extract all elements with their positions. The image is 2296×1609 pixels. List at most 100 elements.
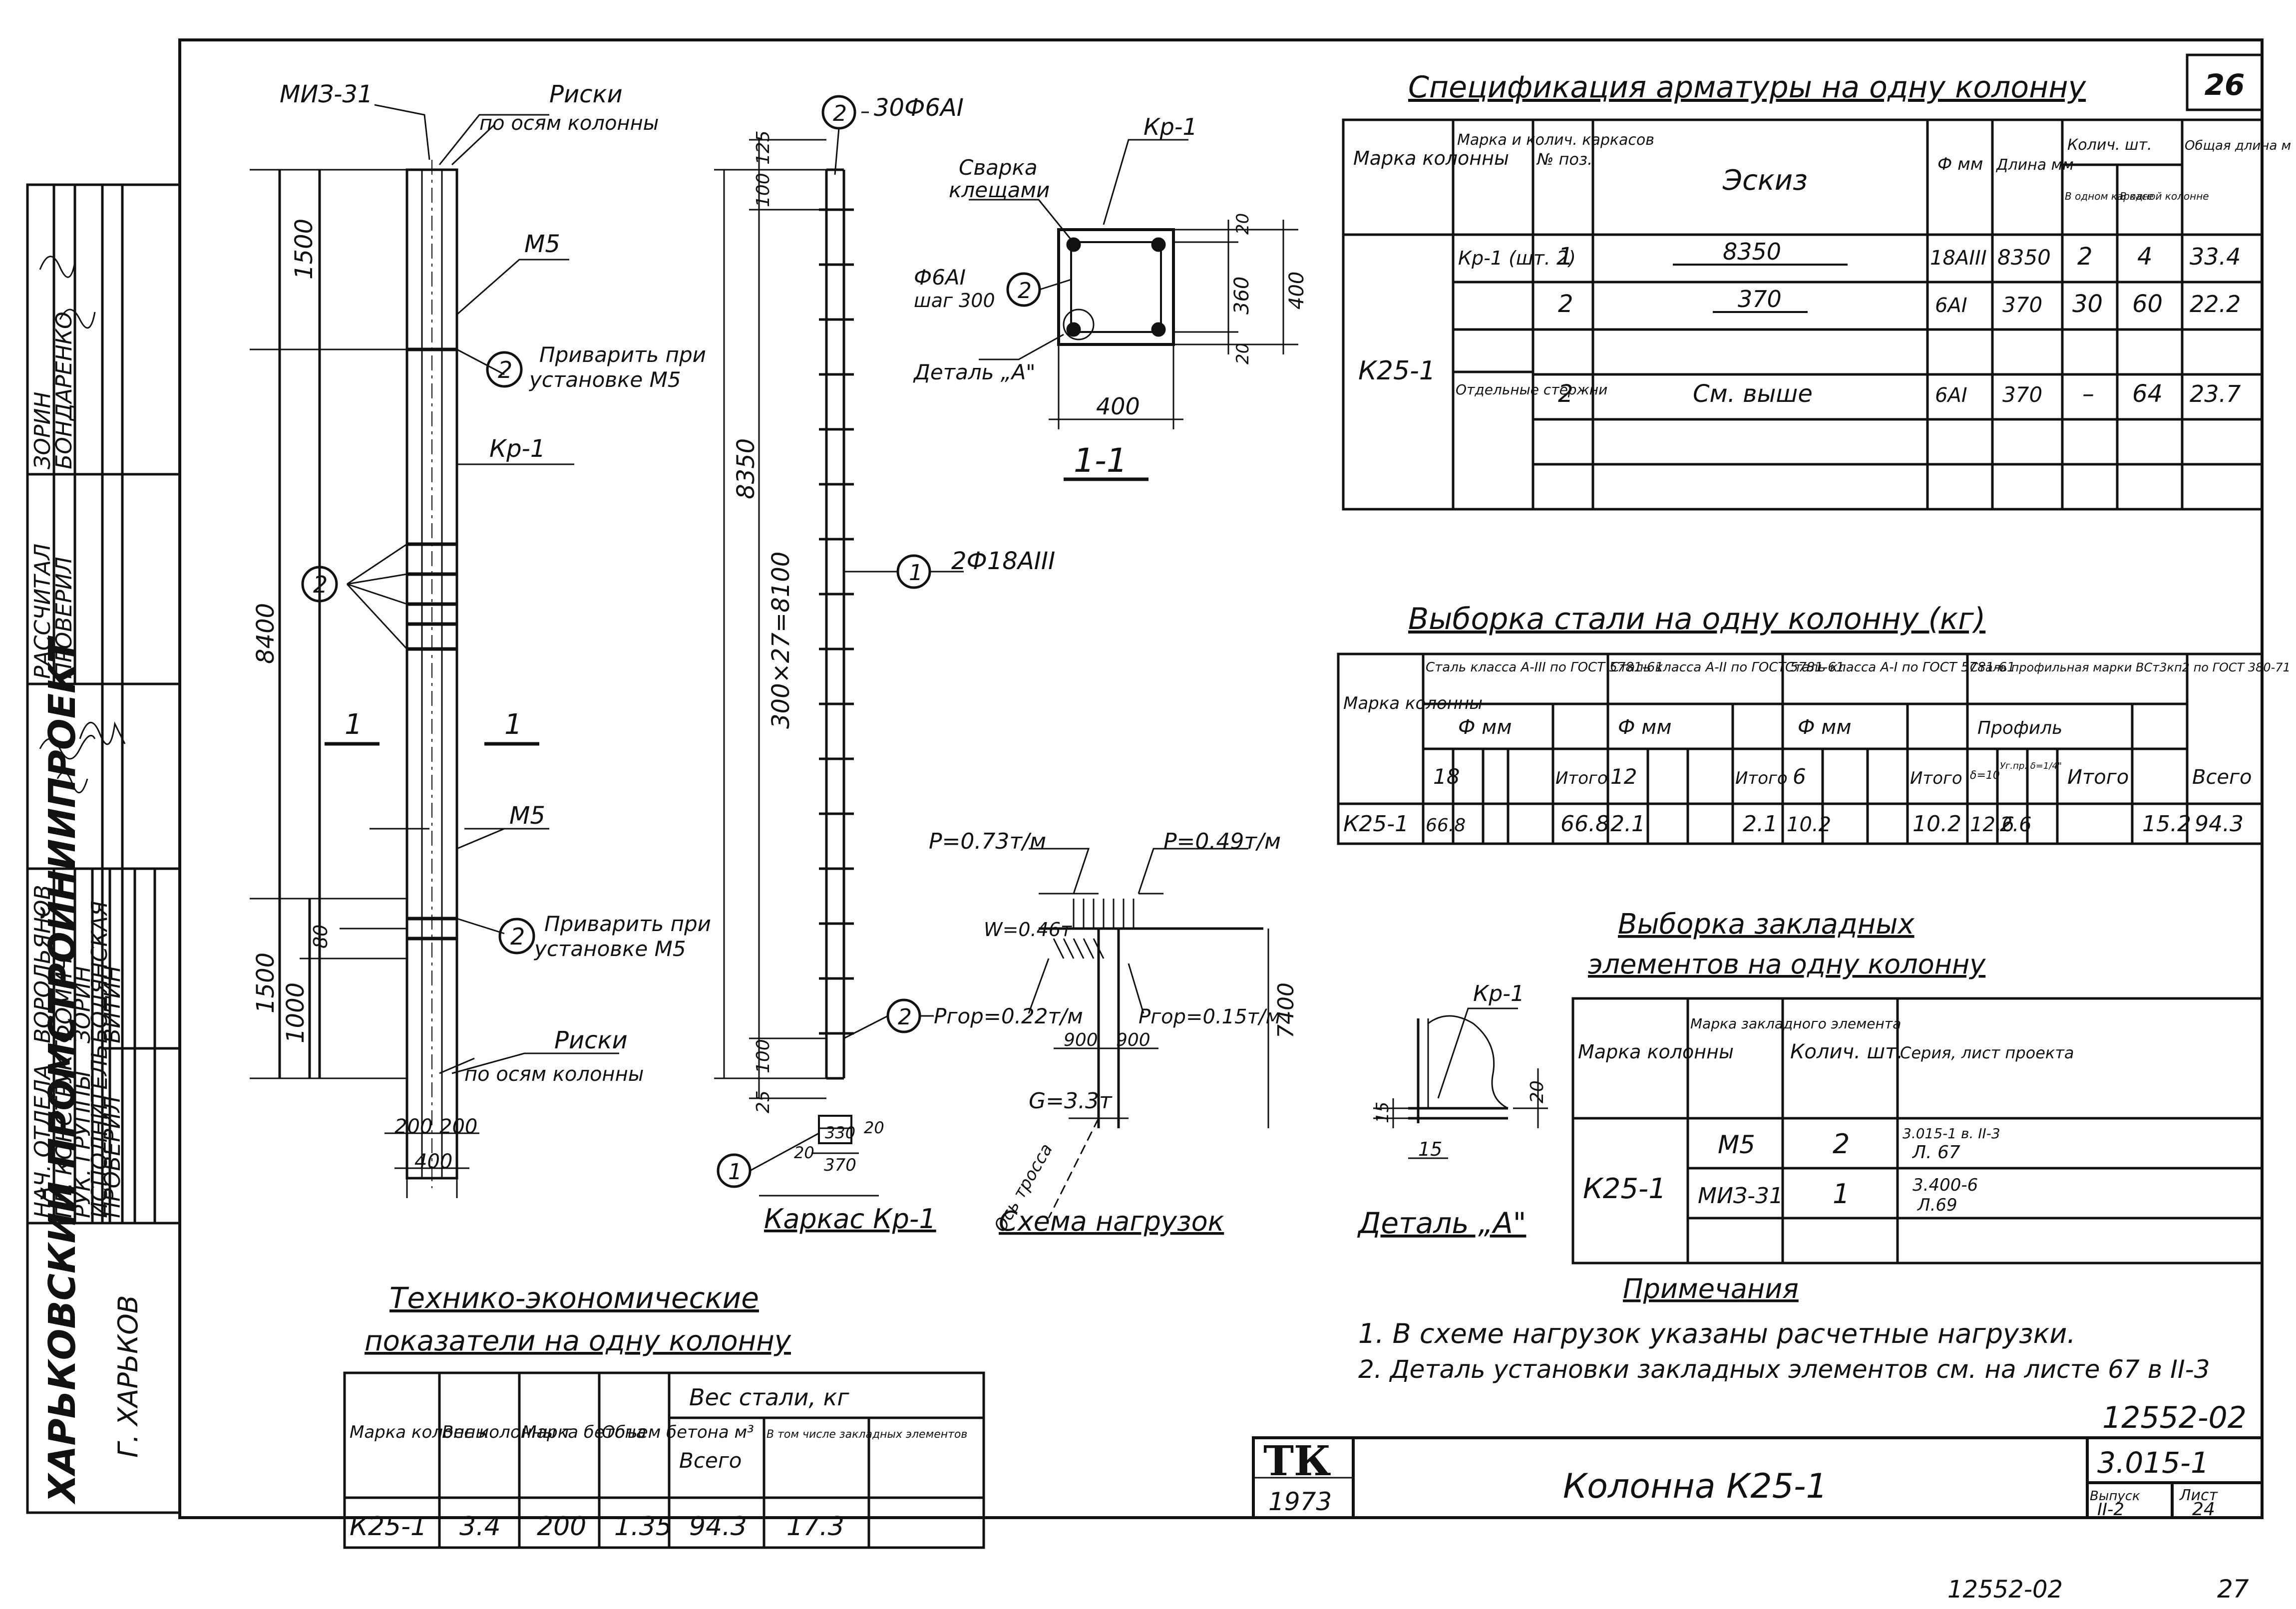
- cage-det-20b: 20: [864, 1118, 884, 1137]
- spec-text: Марка колонны Марка и колич. каркасов № …: [1353, 131, 2291, 408]
- spec-h0: Марка колонны: [1353, 147, 1509, 169]
- steel-dmm-1: Ф мм: [1618, 716, 1672, 739]
- title-block: [1252, 1436, 2264, 1519]
- tech-h1: Вес колонны т: [442, 1422, 572, 1442]
- spec-h4: Ф мм: [1937, 154, 1983, 174]
- emb-h1: Марка закладного элемента: [1690, 1015, 1901, 1032]
- cage-top-bar: 30Ф6АI: [874, 94, 964, 122]
- name-1: ФОМИЧ: [51, 957, 77, 1043]
- m5-bottom: М5: [509, 802, 545, 830]
- steel-itogo-0: Итого: [1555, 768, 1608, 788]
- load-labels: P=0.73т/м P=0.49т/м W=0.46т Pгор=0.15т/м…: [929, 829, 1299, 1237]
- spec-r2-len: 370: [2002, 382, 2042, 407]
- calc-name-1: БОНДАРЕНКО: [51, 312, 77, 469]
- spec-r2-total: 23.7: [2190, 380, 2241, 407]
- spec-h3: Эскиз: [1722, 164, 1808, 197]
- emb-r0-elem: М5: [1718, 1130, 1755, 1159]
- steel-text: Марка колонны Сталь класса А-III по ГОСТ…: [1343, 660, 2291, 837]
- emb-r0-series1: 3.015-1 в. II-3: [1903, 1125, 2000, 1142]
- stamp-sheet: 24: [2192, 1499, 2215, 1520]
- tech-h3: Объем бетона м³: [602, 1422, 754, 1442]
- bottom-ref: 12552-02: [1947, 1576, 2063, 1604]
- side-city: Г. ХАРЬКОВ: [112, 1295, 144, 1458]
- emb-r1-qty: 1: [1833, 1178, 1850, 1210]
- steel-table: [1337, 652, 2264, 845]
- miz-label: МИЗ-31: [280, 80, 373, 108]
- spec-r0-sketch: 8350: [1723, 238, 1781, 265]
- section-title: 1-1: [1074, 441, 1128, 480]
- cage-long-bar: 2Ф18АIII: [951, 547, 1055, 575]
- steel-row-a3: 66.8: [1426, 815, 1466, 836]
- spec-r2-in-col: 64: [2132, 380, 2163, 408]
- emb-r1-elem: МИЗ-31: [1698, 1183, 1783, 1209]
- dim-80: 80: [310, 925, 332, 949]
- steel-p2-label: Уг.пр. δ=1/4": [2000, 761, 2062, 771]
- steel-d18: 18: [1433, 764, 1460, 789]
- emb-h2: Колич. шт.: [1790, 1040, 1903, 1063]
- spec-col-mark: К25-1: [1358, 356, 1436, 386]
- side-roles: НАЧ. ОТДЕЛА ГЛ. КОНСТРУКТ. РУК. ГРУППЫ И…: [30, 312, 125, 1218]
- spec-r1-pos: 2: [1558, 290, 1573, 318]
- section-dim-20a: 20: [1233, 213, 1253, 235]
- tech-row-steel-total: 94.3: [689, 1512, 747, 1542]
- tech-h4: Вес стали, кг: [689, 1384, 849, 1411]
- emb-r0-series2: Л. 67: [1912, 1142, 1960, 1163]
- tech-row-mark: К25-1: [350, 1512, 427, 1542]
- section-detail-ref: Деталь „А": [913, 360, 1036, 384]
- tech-text: Марка колонны Вес колонны т Марка бетона…: [350, 1384, 967, 1542]
- emb-col-mark: К25-1: [1583, 1173, 1666, 1205]
- load-scheme: [1028, 848, 1269, 1219]
- tech-row-volume: 1.35: [614, 1512, 672, 1542]
- spec-title: Спецификация арматуры на одну колонну: [1408, 70, 2087, 105]
- role-3: ИСПОЛНИТЕЛЬ: [87, 1044, 112, 1218]
- dim-400: 400: [414, 1150, 452, 1173]
- calc-role-0: РАССЧИТАЛ: [30, 544, 55, 679]
- emb-title-1: Выборка закладных: [1618, 908, 1914, 941]
- cage-title: Каркас Кр-1: [764, 1203, 936, 1235]
- spec-h5: Длина мм: [1995, 156, 2074, 174]
- spec-r1-total: 22.2: [2190, 291, 2241, 318]
- pos2-b: 2: [313, 571, 328, 598]
- section-outline: [1057, 228, 1175, 346]
- note-1: 1. В схеме нагрузок указаны расчетные на…: [1358, 1318, 2076, 1349]
- cage-pos2-bottom: 2: [898, 1004, 912, 1030]
- section-weld-1: Сварка: [959, 155, 1038, 180]
- steel-dmm-2: Ф мм: [1798, 716, 1852, 739]
- cage-dim-series: 300×27=8100: [767, 552, 795, 729]
- spec-r0-len: 8350: [1997, 245, 2051, 270]
- steel-itogo-2: Итого: [1910, 768, 1962, 788]
- steel-row-p2: 2.6: [2000, 813, 2032, 836]
- section-kr: Кр-1: [1144, 113, 1197, 140]
- cage-bottom-note: Pгор=0.22т/м: [934, 1004, 1083, 1028]
- weld-top-1: Приварить при: [539, 342, 706, 367]
- weld-bottom-2: установке М5: [533, 937, 686, 961]
- spec-r2-sketch: См. выше: [1693, 380, 1813, 408]
- weld-bottom-1: Приварить при: [544, 912, 711, 936]
- dim-8400: 8400: [252, 603, 280, 664]
- tech-sub1: В том числе закладных элементов: [766, 1428, 967, 1441]
- emb-r1-series1: 3.400-6: [1913, 1175, 1978, 1195]
- note-2: 2. Деталь установки закладных элементов …: [1358, 1355, 2210, 1384]
- cage-det-20a: 20: [794, 1143, 814, 1162]
- dim-200b: 200: [439, 1115, 477, 1138]
- load-p-right: P=0.49т/м: [1163, 829, 1281, 854]
- dim-200a: 200: [394, 1115, 432, 1138]
- cage-dim-100a: 100: [753, 173, 773, 207]
- load-title: Схема нагрузок: [999, 1206, 1224, 1237]
- role-4: ПРОВЕРИЛ: [100, 1096, 125, 1218]
- steel-row-a2: 2.1: [1610, 811, 1645, 837]
- pos2-c: 2: [510, 923, 525, 950]
- bottom-number: 27: [2217, 1575, 2249, 1604]
- spec-r2-in-cage: –: [2082, 380, 2094, 408]
- dim-1500-top: 1500: [290, 219, 318, 280]
- tech-row-steel-emb: 17.3: [786, 1512, 844, 1542]
- emb-r1-series2: Л.69: [1916, 1195, 1957, 1215]
- name-4: ВИТИН: [100, 965, 125, 1043]
- spec-r0-group: Кр-1 (шт. 2): [1458, 247, 1576, 269]
- steel-g2: Сталь класса А-I по ГОСТ 5781-61: [1785, 660, 2015, 675]
- cage-dim-125: 125: [753, 130, 773, 165]
- detail-a-kr: Кр-1: [1473, 981, 1525, 1006]
- section-mark-right: 1: [504, 708, 522, 741]
- marks-bottom: Риски: [554, 1026, 628, 1054]
- dim-1500-bottom: 1500: [252, 953, 280, 1013]
